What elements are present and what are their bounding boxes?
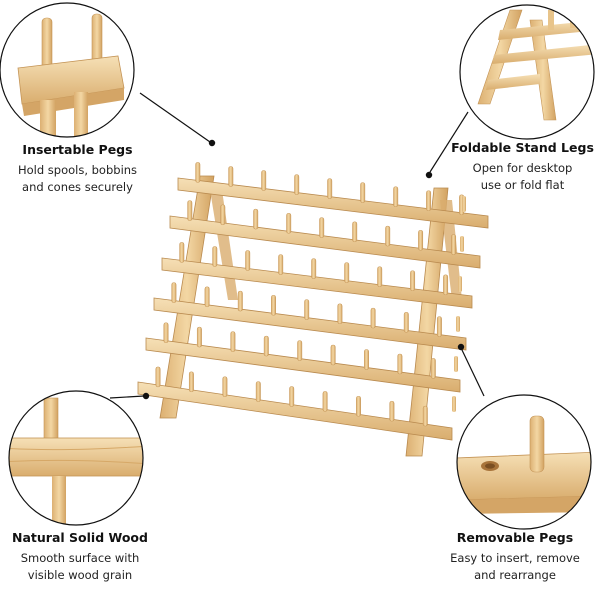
detail-circle-insertable-pegs	[0, 2, 135, 138]
rack-peg	[271, 295, 276, 316]
leader-line-insertable-pegs	[139, 92, 211, 143]
rack-peg	[422, 405, 428, 427]
rack-peg	[179, 242, 185, 263]
feature-label-insertable-pegs: Insertable Pegs Hold spools, bobbins and…	[0, 142, 155, 196]
rack-peg	[263, 335, 269, 357]
rack-side-peg	[454, 356, 458, 372]
feature-description-line: and rearrange	[474, 568, 556, 582]
rack-peg	[397, 353, 403, 375]
rack-peg	[418, 230, 424, 251]
feature-title: Insertable Pegs	[22, 142, 133, 157]
rack-peg	[370, 307, 376, 329]
feature-label-foldable-legs: Foldable Stand Legs Open for desktop use…	[445, 140, 600, 194]
feature-description-line: use or fold flat	[480, 178, 565, 192]
rack-bars	[137, 177, 489, 441]
rack-peg	[171, 282, 177, 303]
rack-peg	[237, 290, 243, 312]
rack-side-peg	[460, 236, 464, 252]
rack-peg	[222, 376, 228, 397]
detail-circle-removable-pegs	[456, 394, 592, 530]
rack-bar	[145, 337, 461, 393]
rack-peg	[163, 322, 169, 343]
leader-line-removable-pegs	[461, 349, 485, 397]
rack-bar	[169, 215, 481, 269]
feature-description-line: Hold spools, bobbins	[17, 163, 138, 177]
rack-side-peg	[458, 276, 462, 292]
detail-circle-solid-wood	[8, 390, 144, 526]
feature-title: Removable Pegs	[456, 530, 574, 545]
feature-description-line: and cones securely	[22, 180, 133, 194]
rack-peg	[228, 166, 234, 187]
rack-peg	[360, 182, 366, 203]
rack-peg	[289, 386, 295, 407]
rack-peg	[155, 366, 161, 388]
feature-description-line: Easy to insert, remove	[450, 551, 580, 565]
rack-peg	[364, 349, 369, 370]
rack-peg	[389, 400, 395, 422]
rack-peg	[436, 316, 442, 337]
rack-peg	[322, 391, 328, 412]
rack-side-peg	[452, 396, 456, 412]
feature-description-line: Smooth surface with	[20, 551, 140, 565]
leader-dot-solid-wood	[142, 392, 150, 400]
rack-peg	[187, 200, 193, 221]
rack-side-peg	[456, 316, 460, 332]
rack-bar	[177, 177, 489, 229]
rack-bar	[153, 297, 467, 351]
rack-peg	[311, 258, 317, 279]
rack-peg	[245, 250, 251, 271]
thread-rack	[137, 162, 489, 457]
rack-peg	[212, 246, 218, 267]
rack-peg	[410, 270, 416, 291]
feature-label-removable-pegs: Removable Pegs Easy to insert, remove an…	[430, 530, 600, 584]
leader-dot-removable-pegs	[457, 343, 465, 351]
feature-description-line: Open for desktop	[472, 161, 573, 175]
rack-peg	[319, 217, 325, 238]
rack-peg	[403, 312, 409, 333]
rack-peg	[426, 190, 432, 211]
rack-peg	[204, 286, 210, 308]
leader-lines	[109, 92, 485, 400]
rack-side-peg	[462, 196, 466, 212]
rack-peg	[356, 396, 361, 417]
leader-line-foldable-legs	[429, 111, 469, 173]
rack-bar	[161, 257, 473, 309]
rack-peg	[196, 326, 202, 348]
feature-description-line: visible wood grain	[27, 568, 133, 582]
rack-peg	[377, 266, 383, 287]
leader-dot-foldable-legs	[425, 171, 433, 179]
rack-peg	[253, 208, 259, 230]
rack-peg	[220, 204, 226, 226]
feature-label-solid-wood: Natural Solid Wood Smooth surface with v…	[0, 530, 160, 584]
feature-title: Foldable Stand Legs	[451, 140, 594, 155]
rack-peg	[344, 262, 350, 283]
leader-dot-insertable-pegs	[208, 139, 216, 147]
rack-peg	[230, 331, 236, 352]
rack-peg	[188, 371, 194, 393]
rack-peg	[255, 381, 261, 402]
rack-peg	[286, 213, 292, 234]
rack-peg	[304, 299, 310, 320]
rack-peg	[337, 303, 343, 325]
feature-title: Natural Solid Wood	[12, 530, 148, 545]
rack-peg	[393, 186, 399, 207]
rack-peg	[352, 221, 358, 243]
rack-peg	[430, 358, 436, 379]
rack-peg	[278, 254, 284, 275]
rack-peg	[297, 340, 303, 361]
rack-peg	[294, 174, 300, 195]
rack-peg	[195, 162, 201, 183]
rack-peg	[451, 234, 457, 255]
rack-peg	[327, 178, 333, 199]
rack-pegs	[155, 162, 466, 427]
leader-line-solid-wood	[109, 395, 145, 399]
detail-circle-foldable-legs	[459, 4, 595, 140]
rack-bar	[137, 381, 453, 441]
rack-peg	[330, 344, 336, 366]
rack-peg	[385, 225, 391, 247]
rack-peg	[261, 170, 267, 191]
rack-peg	[443, 274, 449, 296]
